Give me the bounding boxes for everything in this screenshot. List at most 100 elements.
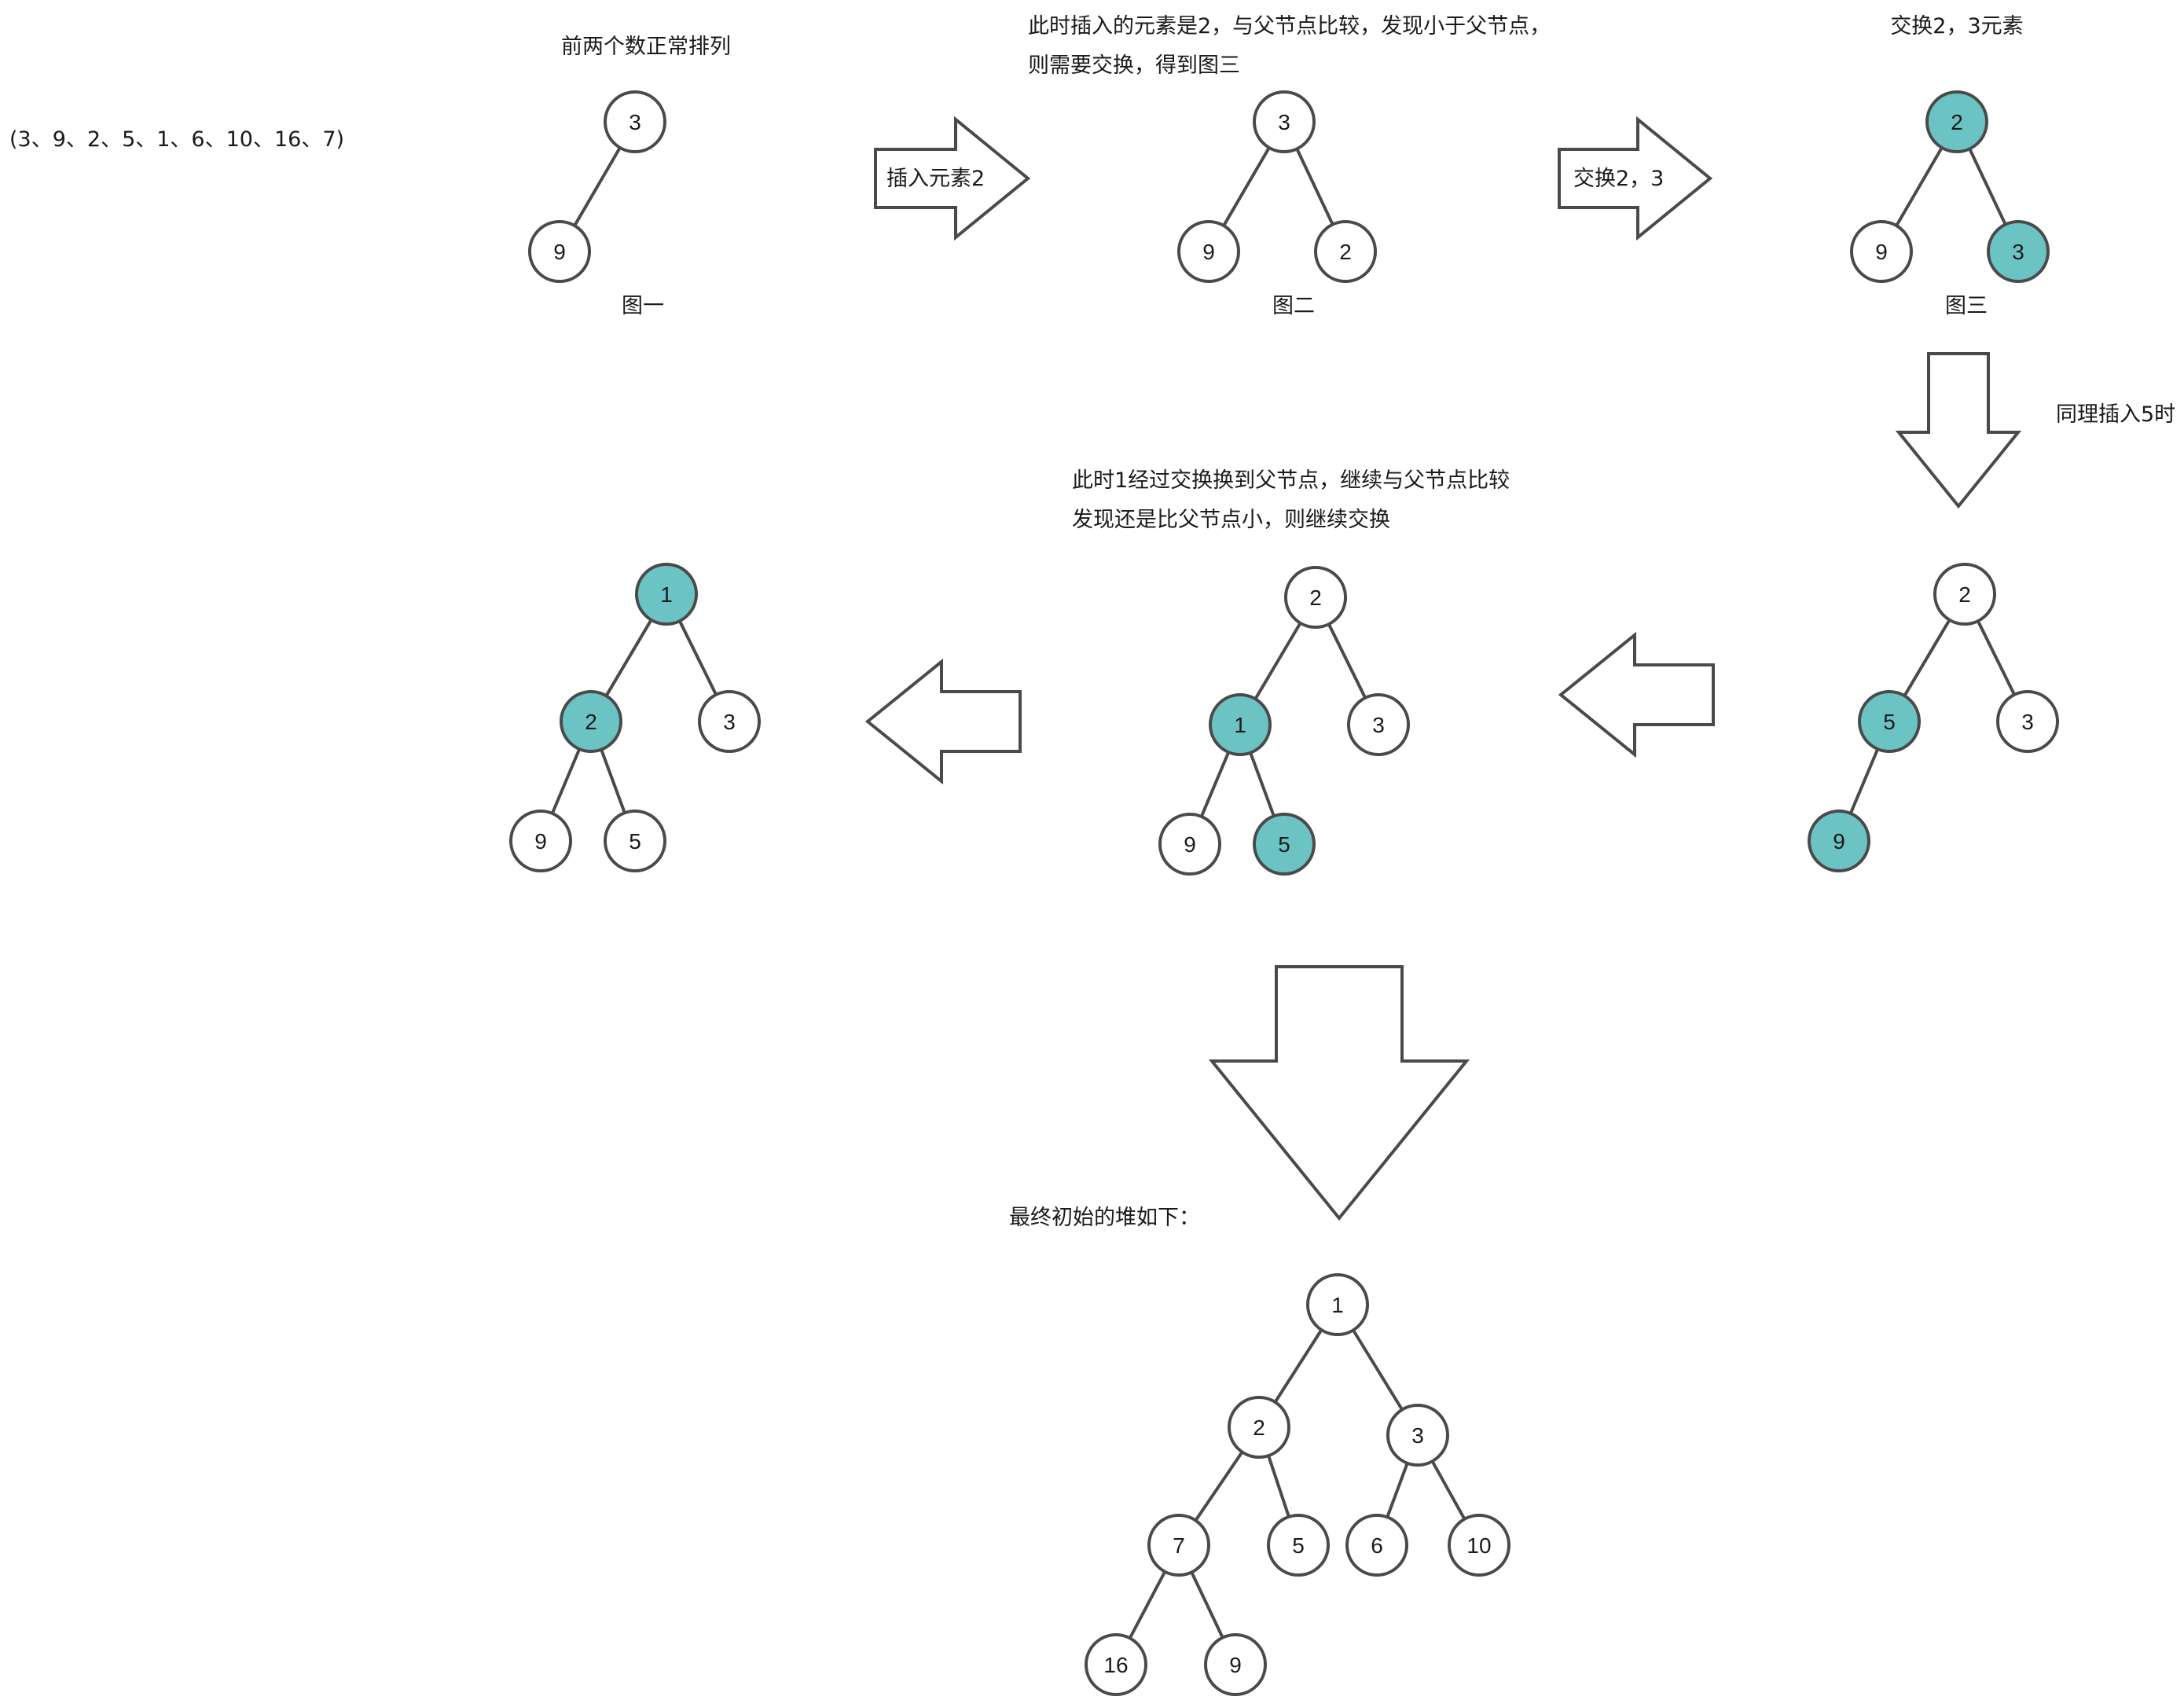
node-value: 2 bbox=[1951, 110, 1963, 134]
tree-node: 6 bbox=[1345, 1514, 1408, 1577]
down-arrow-small bbox=[1895, 352, 2022, 509]
tree-node: 5 bbox=[1267, 1514, 1330, 1577]
tree-edge bbox=[573, 146, 622, 227]
tree-final-heap: 1 2 3 7 5 6 10 16 9 bbox=[1085, 1273, 1510, 1696]
node-value: 3 bbox=[2021, 710, 2034, 734]
node-value: 3 bbox=[1411, 1423, 1424, 1448]
fig3-name: 图三 bbox=[1945, 294, 1988, 318]
tree-edge bbox=[1295, 148, 1334, 226]
node-circle bbox=[1228, 1396, 1290, 1459]
left-arrow-middle bbox=[1558, 631, 1715, 758]
tree-edge bbox=[600, 748, 626, 814]
tree-edge bbox=[1190, 1571, 1224, 1639]
right-arrow-swap: 交换2，3 bbox=[1558, 116, 1713, 241]
node-circle bbox=[1253, 90, 1316, 153]
tree-edge bbox=[1386, 1462, 1409, 1518]
node-circle bbox=[1850, 220, 1913, 283]
tree-node: 5 bbox=[1858, 690, 1921, 753]
tree-node: 3 bbox=[1987, 220, 2050, 283]
node-circle bbox=[1996, 690, 2059, 753]
tree-edge bbox=[1352, 1329, 1404, 1411]
sequence-label: (3、9、2、5、1、6、10、16、7) bbox=[9, 127, 344, 152]
tree-edge bbox=[1249, 751, 1276, 817]
side-note: 同理插入5时 bbox=[2056, 402, 2175, 427]
down-arrow-large bbox=[1208, 965, 1470, 1221]
tree-node: 2 bbox=[1925, 90, 1988, 153]
tree-figure-3: 2 9 3 bbox=[1850, 90, 2050, 283]
fig2-name: 图二 bbox=[1272, 294, 1315, 318]
tree-edge bbox=[604, 619, 653, 697]
tree-edge bbox=[550, 748, 582, 814]
tree-edge bbox=[1199, 751, 1231, 817]
node-circle bbox=[1925, 90, 1988, 153]
arrow-insert-label: 插入元素2 bbox=[886, 167, 985, 191]
tree-insert-5: 2 5 3 9 bbox=[1808, 563, 2059, 872]
tree-edge bbox=[1327, 623, 1367, 699]
tree-edge bbox=[1430, 1460, 1466, 1520]
node-value: 5 bbox=[1292, 1533, 1305, 1558]
tree-node: 5 bbox=[604, 810, 666, 872]
tree-edge bbox=[1903, 619, 1951, 697]
node-circle bbox=[1267, 1514, 1330, 1577]
node-value: 1 bbox=[1234, 713, 1246, 737]
tree-edge bbox=[1194, 1451, 1244, 1522]
left-arrow-left bbox=[864, 658, 1022, 785]
tree-node: 1 bbox=[1209, 693, 1272, 756]
tree-figure-1: 39 bbox=[528, 90, 666, 283]
tree-node: 3 bbox=[1996, 690, 2059, 753]
node-circle bbox=[1209, 693, 1272, 756]
tree-node: 16 bbox=[1085, 1633, 1147, 1696]
node-value: 3 bbox=[1372, 713, 1385, 737]
node-circle bbox=[1858, 690, 1921, 753]
node-value: 5 bbox=[629, 829, 641, 854]
node-value: 9 bbox=[553, 240, 566, 264]
node-circle bbox=[604, 90, 666, 153]
tree-node: 2 bbox=[1933, 563, 1996, 626]
tree-node: 9 bbox=[509, 810, 572, 872]
tree-node: 3 bbox=[1386, 1404, 1449, 1467]
node-value: 9 bbox=[1875, 240, 1888, 264]
tree-node: 7 bbox=[1147, 1514, 1210, 1577]
node-value: 3 bbox=[629, 110, 641, 134]
tree-edge bbox=[1128, 1570, 1167, 1639]
node-value: 1 bbox=[1331, 1293, 1344, 1317]
tree-edge bbox=[1895, 146, 1944, 227]
node-value: 5 bbox=[1883, 710, 1896, 734]
node-circle bbox=[509, 810, 572, 872]
node-circle bbox=[1158, 813, 1221, 876]
node-circle bbox=[1808, 810, 1870, 872]
node-circle bbox=[1253, 813, 1316, 876]
node-circle bbox=[1314, 220, 1377, 283]
node-circle bbox=[560, 690, 622, 753]
tree-node: 1 bbox=[635, 563, 698, 626]
node-value: 5 bbox=[1278, 832, 1290, 857]
node-circle bbox=[1345, 1514, 1408, 1577]
node-value: 1 bbox=[660, 582, 673, 607]
tree-node: 1 bbox=[1306, 1273, 1369, 1336]
node-value: 2 bbox=[1958, 582, 1971, 607]
tree-node: 3 bbox=[1253, 90, 1316, 153]
node-circle bbox=[698, 690, 761, 753]
node-circle bbox=[635, 563, 698, 626]
fig2-caption-line2: 则需要交换，得到图三 bbox=[1028, 53, 1240, 78]
tree-node: 9 bbox=[1204, 1633, 1267, 1696]
node-value: 2 bbox=[1309, 586, 1322, 610]
node-circle bbox=[1284, 566, 1347, 629]
node-value: 9 bbox=[534, 829, 547, 854]
tree-edge bbox=[678, 620, 718, 696]
tree-node: 9 bbox=[1808, 810, 1870, 872]
tree-node: 2 bbox=[560, 690, 622, 753]
tree-node: 2 bbox=[1228, 1396, 1290, 1459]
tree-node: 10 bbox=[1448, 1514, 1510, 1577]
tree-node: 3 bbox=[1347, 693, 1410, 756]
node-circle bbox=[1085, 1633, 1147, 1696]
right-arrow-insert: 插入元素2 bbox=[874, 116, 1031, 241]
node-value: 6 bbox=[1371, 1533, 1383, 1558]
node-value: 9 bbox=[1184, 832, 1196, 857]
tree-node: 2 bbox=[1314, 220, 1377, 283]
